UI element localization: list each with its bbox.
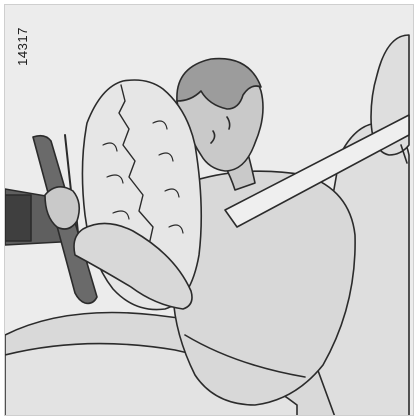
airbag-illustration: 14317: [4, 4, 414, 416]
figure-id-text: 14317: [15, 27, 30, 66]
airbag-deployment-drawing: [5, 5, 414, 416]
steering-hub: [5, 195, 31, 241]
figure-id-label: 14317: [13, 17, 31, 75]
